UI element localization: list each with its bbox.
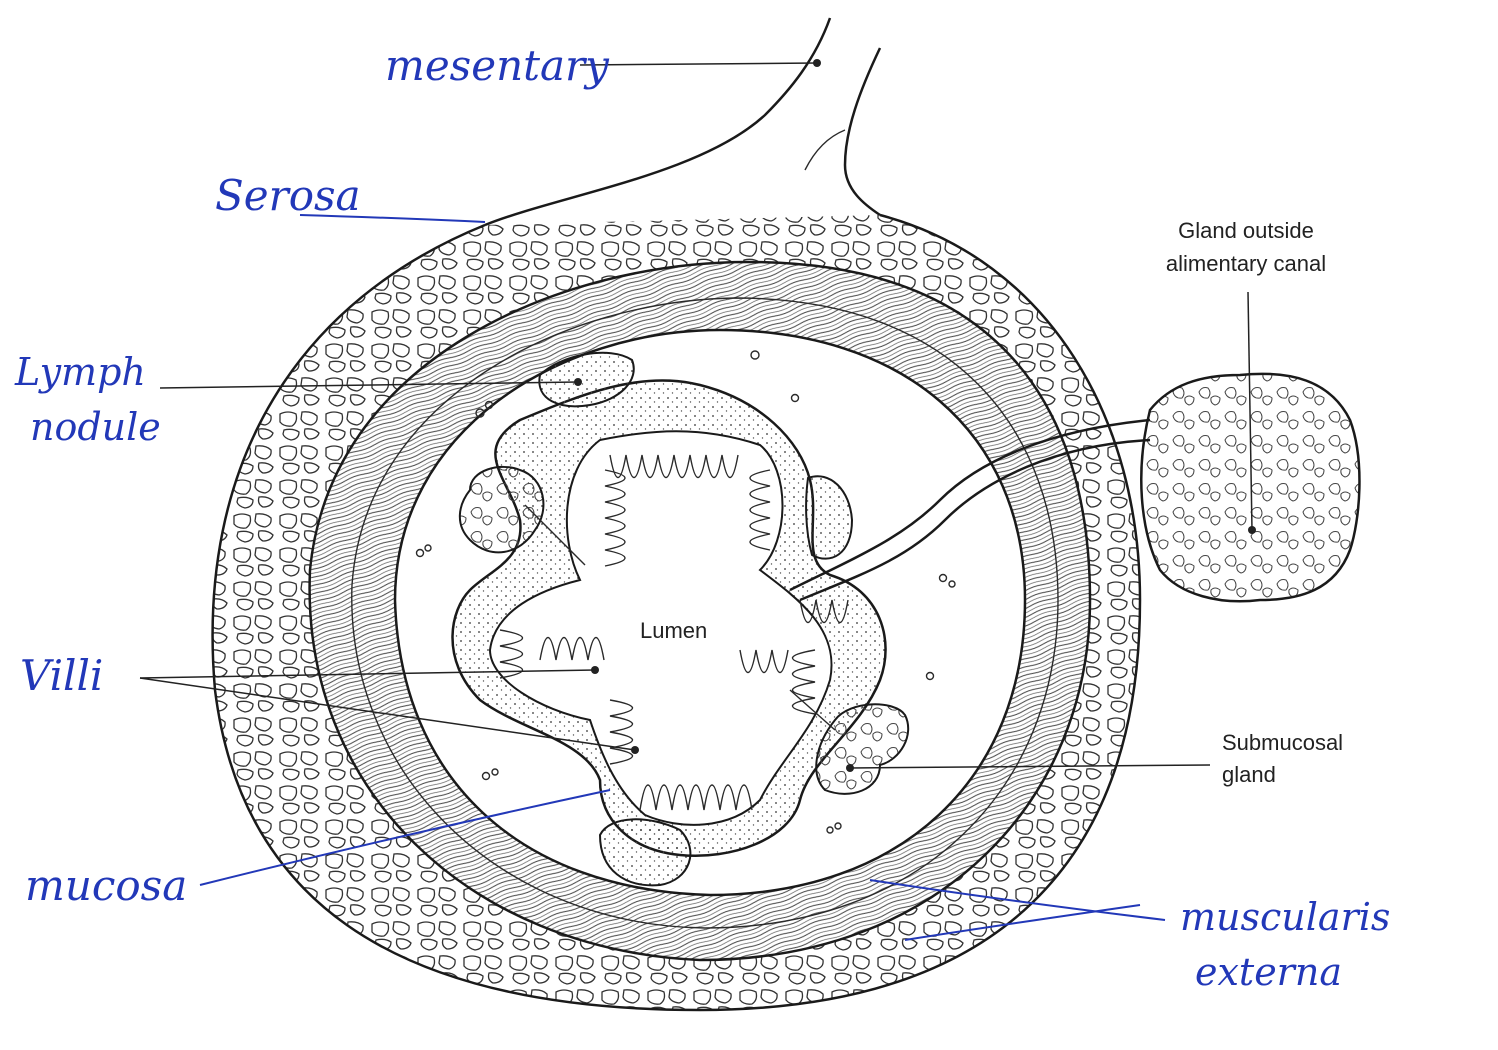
label-submucosal-line2: gland — [1222, 762, 1276, 787]
label-gland-outside-line2: alimentary canal — [1166, 251, 1326, 276]
label-mucosa: mucosa — [25, 861, 187, 910]
label-muscularis-line2: externa — [1195, 950, 1342, 994]
label-gland-outside-line1: Gland outside — [1178, 218, 1314, 243]
label-lymph-line2: nodule — [30, 405, 161, 449]
label-mesentery: mesentary — [385, 41, 610, 90]
label-lymph-line1: Lymph — [14, 350, 146, 394]
label-serosa: Serosa — [215, 171, 361, 220]
label-villi: Villi — [20, 651, 103, 700]
label-lumen: Lumen — [640, 618, 707, 643]
label-submucosal-line1: Submucosal — [1222, 730, 1343, 755]
label-muscularis-line1: muscularis — [1180, 895, 1390, 939]
